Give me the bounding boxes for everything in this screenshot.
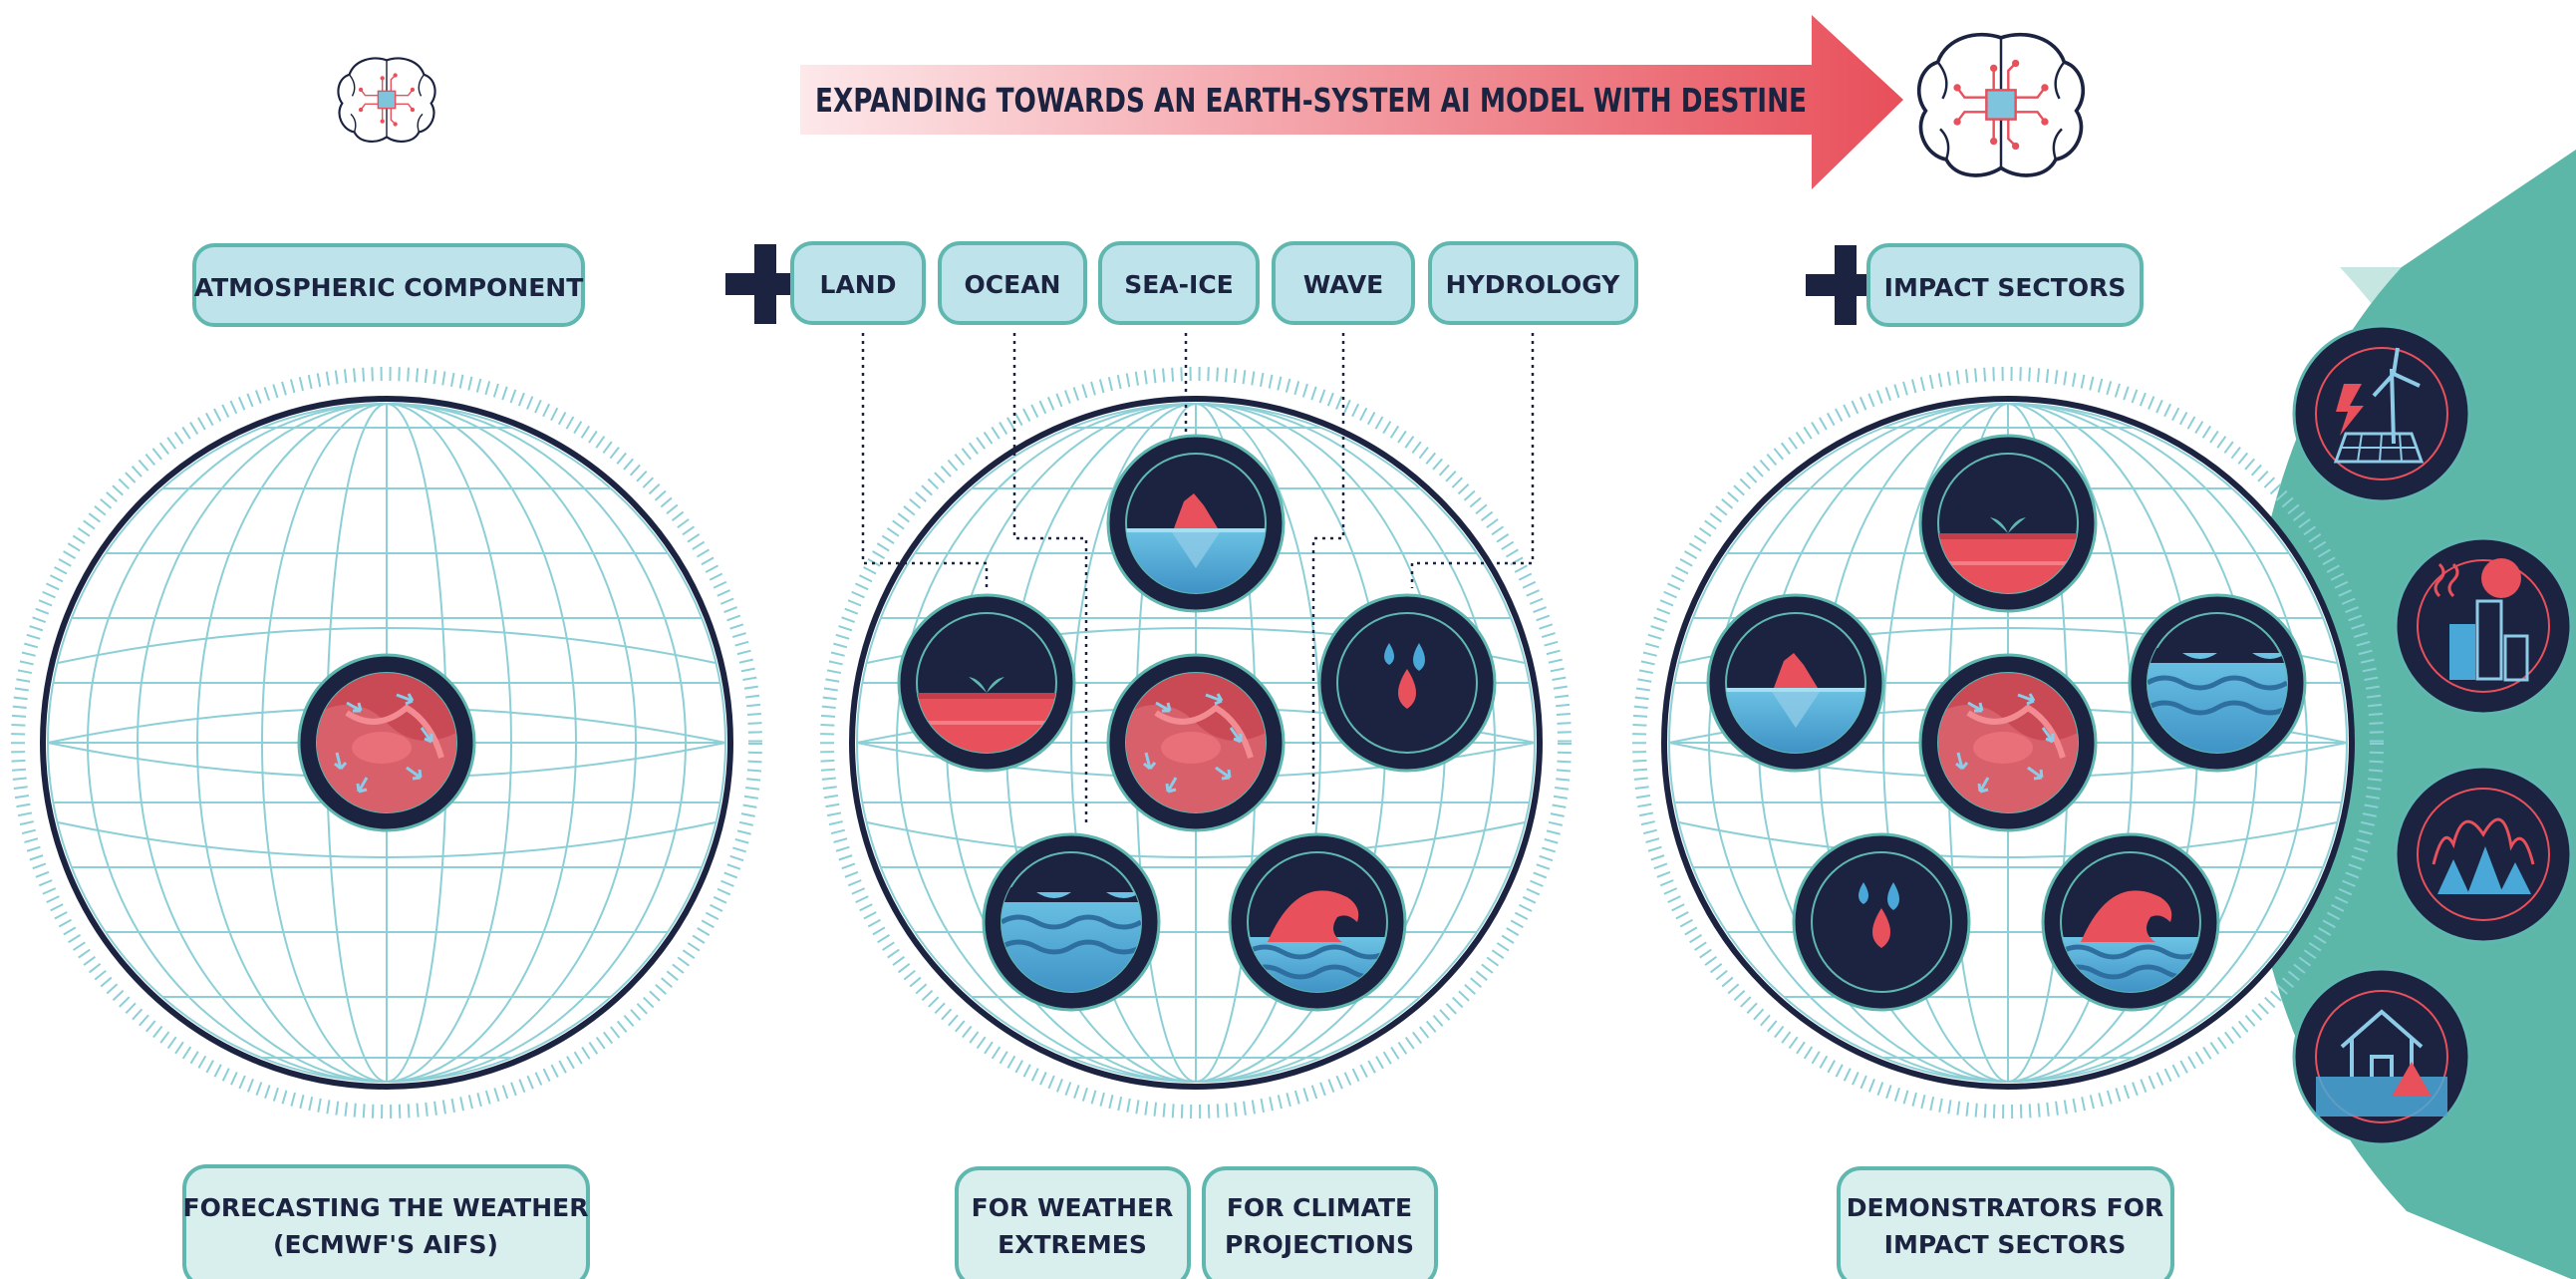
weather-extremes-line-2: EXTREMES <box>998 1230 1147 1259</box>
ocean-pill: OCEAN <box>938 241 1087 325</box>
urban-heat-icon <box>2394 536 2573 716</box>
ocean-label: OCEAN <box>965 270 1061 299</box>
header-arrow <box>800 15 1903 189</box>
ocean-icon <box>984 834 1159 1010</box>
forecasting-weather-line-1: FORECASTING THE WEATHER <box>183 1193 589 1222</box>
small-brain-icon <box>337 57 436 143</box>
sea-ice-icon <box>1108 436 1284 611</box>
header-title: EXPANDING TOWARDS AN EARTH-SYSTEM AI MOD… <box>815 81 1807 120</box>
hydrology-icon <box>1794 834 1969 1010</box>
hydrology-icon <box>1319 595 1495 771</box>
atmosphere-icon <box>1920 655 2096 830</box>
wave-label: WAVE <box>1303 270 1384 299</box>
impact-demonstrators-line-1: DEMONSTRATORS FOR <box>1847 1193 2163 1222</box>
forecasting-weather-pill: FORECASTING THE WEATHER (ECMWF'S AIFS) <box>182 1164 590 1279</box>
impact-demonstrators-pill: DEMONSTRATORS FOR IMPACT SECTORS <box>1837 1166 2174 1279</box>
forecasting-weather-line-2: (ECMWF'S AIFS) <box>273 1230 498 1259</box>
ocean-icon <box>2130 595 2305 771</box>
sea-ice-label: SEA-ICE <box>1124 270 1234 299</box>
hydrology-pill: HYDROLOGY <box>1428 241 1638 325</box>
flood-house-icon <box>2292 967 2471 1146</box>
sea-ice-pill: SEA-ICE <box>1098 241 1260 325</box>
connector-lines <box>861 333 1535 827</box>
hydrology-label: HYDROLOGY <box>1446 270 1621 299</box>
atmospheric-component-label: ATMOSPHERIC COMPONENT <box>194 273 584 302</box>
climate-projections-line-1: FOR CLIMATE <box>1227 1193 1412 1222</box>
weather-extremes-line-1: FOR WEATHER <box>972 1193 1174 1222</box>
large-brain-icon <box>1916 32 2086 177</box>
wave-pill: WAVE <box>1272 241 1415 325</box>
energy-icon <box>2292 324 2471 503</box>
impact-sectors-pill: IMPACT SECTORS <box>1866 243 2144 327</box>
land-label: LAND <box>820 270 897 299</box>
impact-sectors-label: IMPACT SECTORS <box>1884 273 2127 302</box>
weather-extremes-pill: FOR WEATHER EXTREMES <box>955 1166 1191 1279</box>
wave-icon <box>1230 834 1405 1010</box>
sea-ice-icon <box>1708 595 1883 771</box>
land-icon <box>899 595 1074 771</box>
land-pill: LAND <box>790 241 926 325</box>
atmosphere-icon <box>299 655 474 830</box>
wave-icon <box>2043 834 2218 1010</box>
climate-projections-pill: FOR CLIMATE PROJECTIONS <box>1202 1166 1438 1279</box>
atmospheric-component-pill: ATMOSPHERIC COMPONENT <box>192 243 585 327</box>
climate-projections-line-2: PROJECTIONS <box>1225 1230 1414 1259</box>
impact-demonstrators-line-2: IMPACT SECTORS <box>1884 1230 2127 1259</box>
wildfire-icon <box>2394 765 2573 944</box>
land-icon <box>1920 436 2096 611</box>
atmosphere-icon <box>1108 655 1284 830</box>
